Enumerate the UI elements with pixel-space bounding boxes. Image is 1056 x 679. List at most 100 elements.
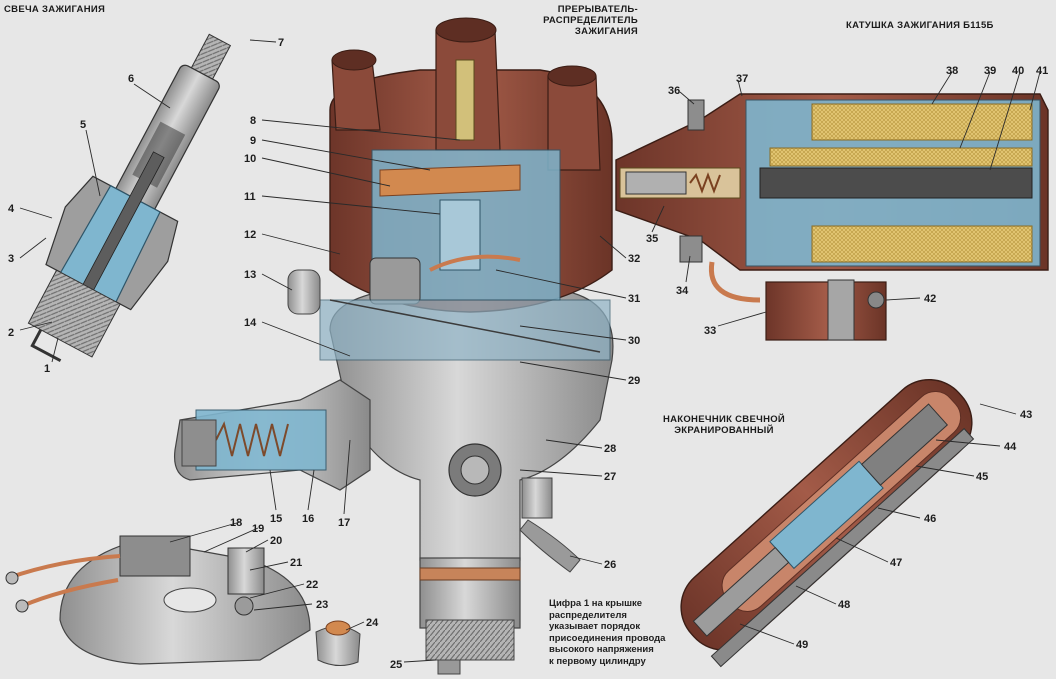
note-line3: указывает порядок — [549, 621, 641, 632]
callout-20: 20 — [270, 535, 282, 547]
callout-18: 18 — [230, 517, 242, 529]
callout-31: 31 — [628, 293, 640, 305]
coil-bracket-nut — [867, 291, 885, 309]
plug-tip-title-line2: ЭКРАНИРОВАННЫЙ — [674, 425, 774, 436]
contact-assembly — [119, 535, 191, 577]
distributor-title-line3: ЗАЖИГАНИЯ — [574, 26, 638, 37]
breaker-contacts — [369, 257, 421, 305]
callout-6: 6 — [128, 73, 134, 85]
callout-2: 2 — [8, 327, 14, 339]
callout-28: 28 — [604, 443, 616, 455]
callout-29: 29 — [628, 375, 640, 387]
coil-core — [759, 167, 1033, 199]
callout-43: 43 — [1020, 409, 1032, 421]
tip-outer-shield — [710, 427, 975, 668]
primary-winding — [769, 147, 1033, 167]
coil-terminal-socket — [625, 171, 687, 195]
callout-26: 26 — [604, 559, 616, 571]
lead-eyelet-upper — [5, 571, 19, 585]
shielded-plug-tip — [680, 379, 975, 668]
callout-19: 19 — [252, 523, 264, 535]
lead-wire-lower — [21, 578, 119, 608]
tip-resistor — [860, 403, 949, 486]
cylinder-order-note: Цифра 1 на крышке распределителя указыва… — [549, 598, 709, 667]
vacuum-spring — [215, 421, 289, 457]
spark-plug-side-electrode — [30, 329, 62, 363]
callout-9: 9 — [250, 135, 256, 147]
lead-wire-upper — [7, 554, 121, 580]
note-line4: присоединения провода — [549, 632, 666, 644]
note-line1: Цифра 1 на крышке — [549, 598, 643, 609]
contact-post — [227, 547, 265, 595]
callout-36: 36 — [668, 85, 680, 97]
callout-40: 40 — [1012, 65, 1024, 77]
callout-44: 44 — [1004, 441, 1017, 453]
callout-37: 37 — [736, 73, 748, 85]
callout-23: 23 — [316, 599, 328, 611]
octane-corrector-bolt — [521, 477, 553, 519]
distributor-drive-gear — [425, 619, 515, 661]
callout-12: 12 — [244, 229, 256, 241]
callout-47: 47 — [890, 557, 902, 569]
callout-16: 16 — [302, 513, 314, 525]
callout-45: 45 — [976, 471, 988, 483]
callout-4: 4 — [8, 203, 15, 215]
coil-title: КАТУШКА ЗАЖИГАНИЯ Б115Б — [846, 20, 994, 31]
callout-17: 17 — [338, 517, 350, 529]
coil-terminal-bottom — [679, 235, 703, 263]
callout-49: 49 — [796, 639, 808, 651]
callout-25: 25 — [390, 659, 402, 671]
callout-48: 48 — [838, 599, 850, 611]
distributor-title-line2: РАСПРЕДЕЛИТЕЛЬ — [543, 15, 638, 26]
callout-22: 22 — [306, 579, 318, 591]
note-line6: к первому цилиндру — [549, 655, 646, 667]
distributor-title: ПРЕРЫВАТЕЛЬ- РАСПРЕДЕЛИТЕЛЬ ЗАЖИГАНИЯ — [530, 4, 638, 37]
distributor-drive-tang — [437, 659, 461, 675]
callout-24: 24 — [366, 617, 379, 629]
callout-7: 7 — [278, 37, 284, 49]
capacitor — [287, 269, 321, 315]
octane-corrector-plate — [519, 519, 581, 573]
rotor-arm — [379, 164, 521, 197]
note-line2: распределителя — [549, 609, 627, 621]
callout-numbers: 1 2 3 4 5 6 7 8 9 10 11 12 13 14 15 16 1… — [8, 37, 1048, 671]
coil-terminal-top — [687, 99, 705, 131]
adjust-screw — [234, 596, 254, 616]
rotor-cam-bushing-top — [325, 620, 351, 636]
callout-33: 33 — [704, 325, 716, 337]
breaker-plate-edge — [329, 299, 601, 353]
breaker-plate-detail — [5, 535, 361, 666]
secondary-winding-bottom — [811, 225, 1033, 263]
callout-38: 38 — [946, 65, 958, 77]
callout-34: 34 — [676, 285, 689, 297]
plug-tip-title: НАКОНЕЧНИК СВЕЧНОЙ ЭКРАНИРОВАННЫЙ — [660, 414, 788, 436]
spark-plug-thread — [27, 269, 121, 358]
spark-plug — [27, 33, 232, 363]
distributor-title-line1: ПРЕРЫВАТЕЛЬ- — [557, 4, 638, 15]
spark-plug-title: СВЕЧА ЗАЖИГАНИЯ — [4, 4, 106, 15]
callout-32: 32 — [628, 253, 640, 265]
plug-tip-title-line1: НАКОНЕЧНИК СВЕЧНОЙ — [662, 414, 786, 425]
callout-46: 46 — [924, 513, 936, 525]
cap-tower-right-top — [547, 65, 597, 87]
callout-8: 8 — [250, 115, 256, 127]
callout-10: 10 — [244, 153, 256, 165]
distributor-seal-ring — [419, 567, 521, 581]
lead-eyelet-lower — [15, 599, 29, 613]
leader-lines — [19, 39, 1041, 663]
octane-corrector-nut-face — [460, 455, 490, 485]
callout-5: 5 — [80, 119, 86, 131]
cap-tower-center-top — [435, 17, 497, 43]
callout-30: 30 — [628, 335, 640, 347]
callout-11: 11 — [244, 191, 256, 203]
vacuum-fitting — [181, 419, 217, 467]
distributor — [173, 17, 614, 675]
breaker-lead — [429, 254, 521, 272]
note-line5: высокого напряжения — [549, 644, 654, 655]
callout-14: 14 — [244, 317, 257, 329]
callout-42: 42 — [924, 293, 936, 305]
secondary-winding-top — [811, 103, 1033, 141]
coil-lead — [708, 261, 761, 303]
callout-1: 1 — [44, 363, 50, 375]
